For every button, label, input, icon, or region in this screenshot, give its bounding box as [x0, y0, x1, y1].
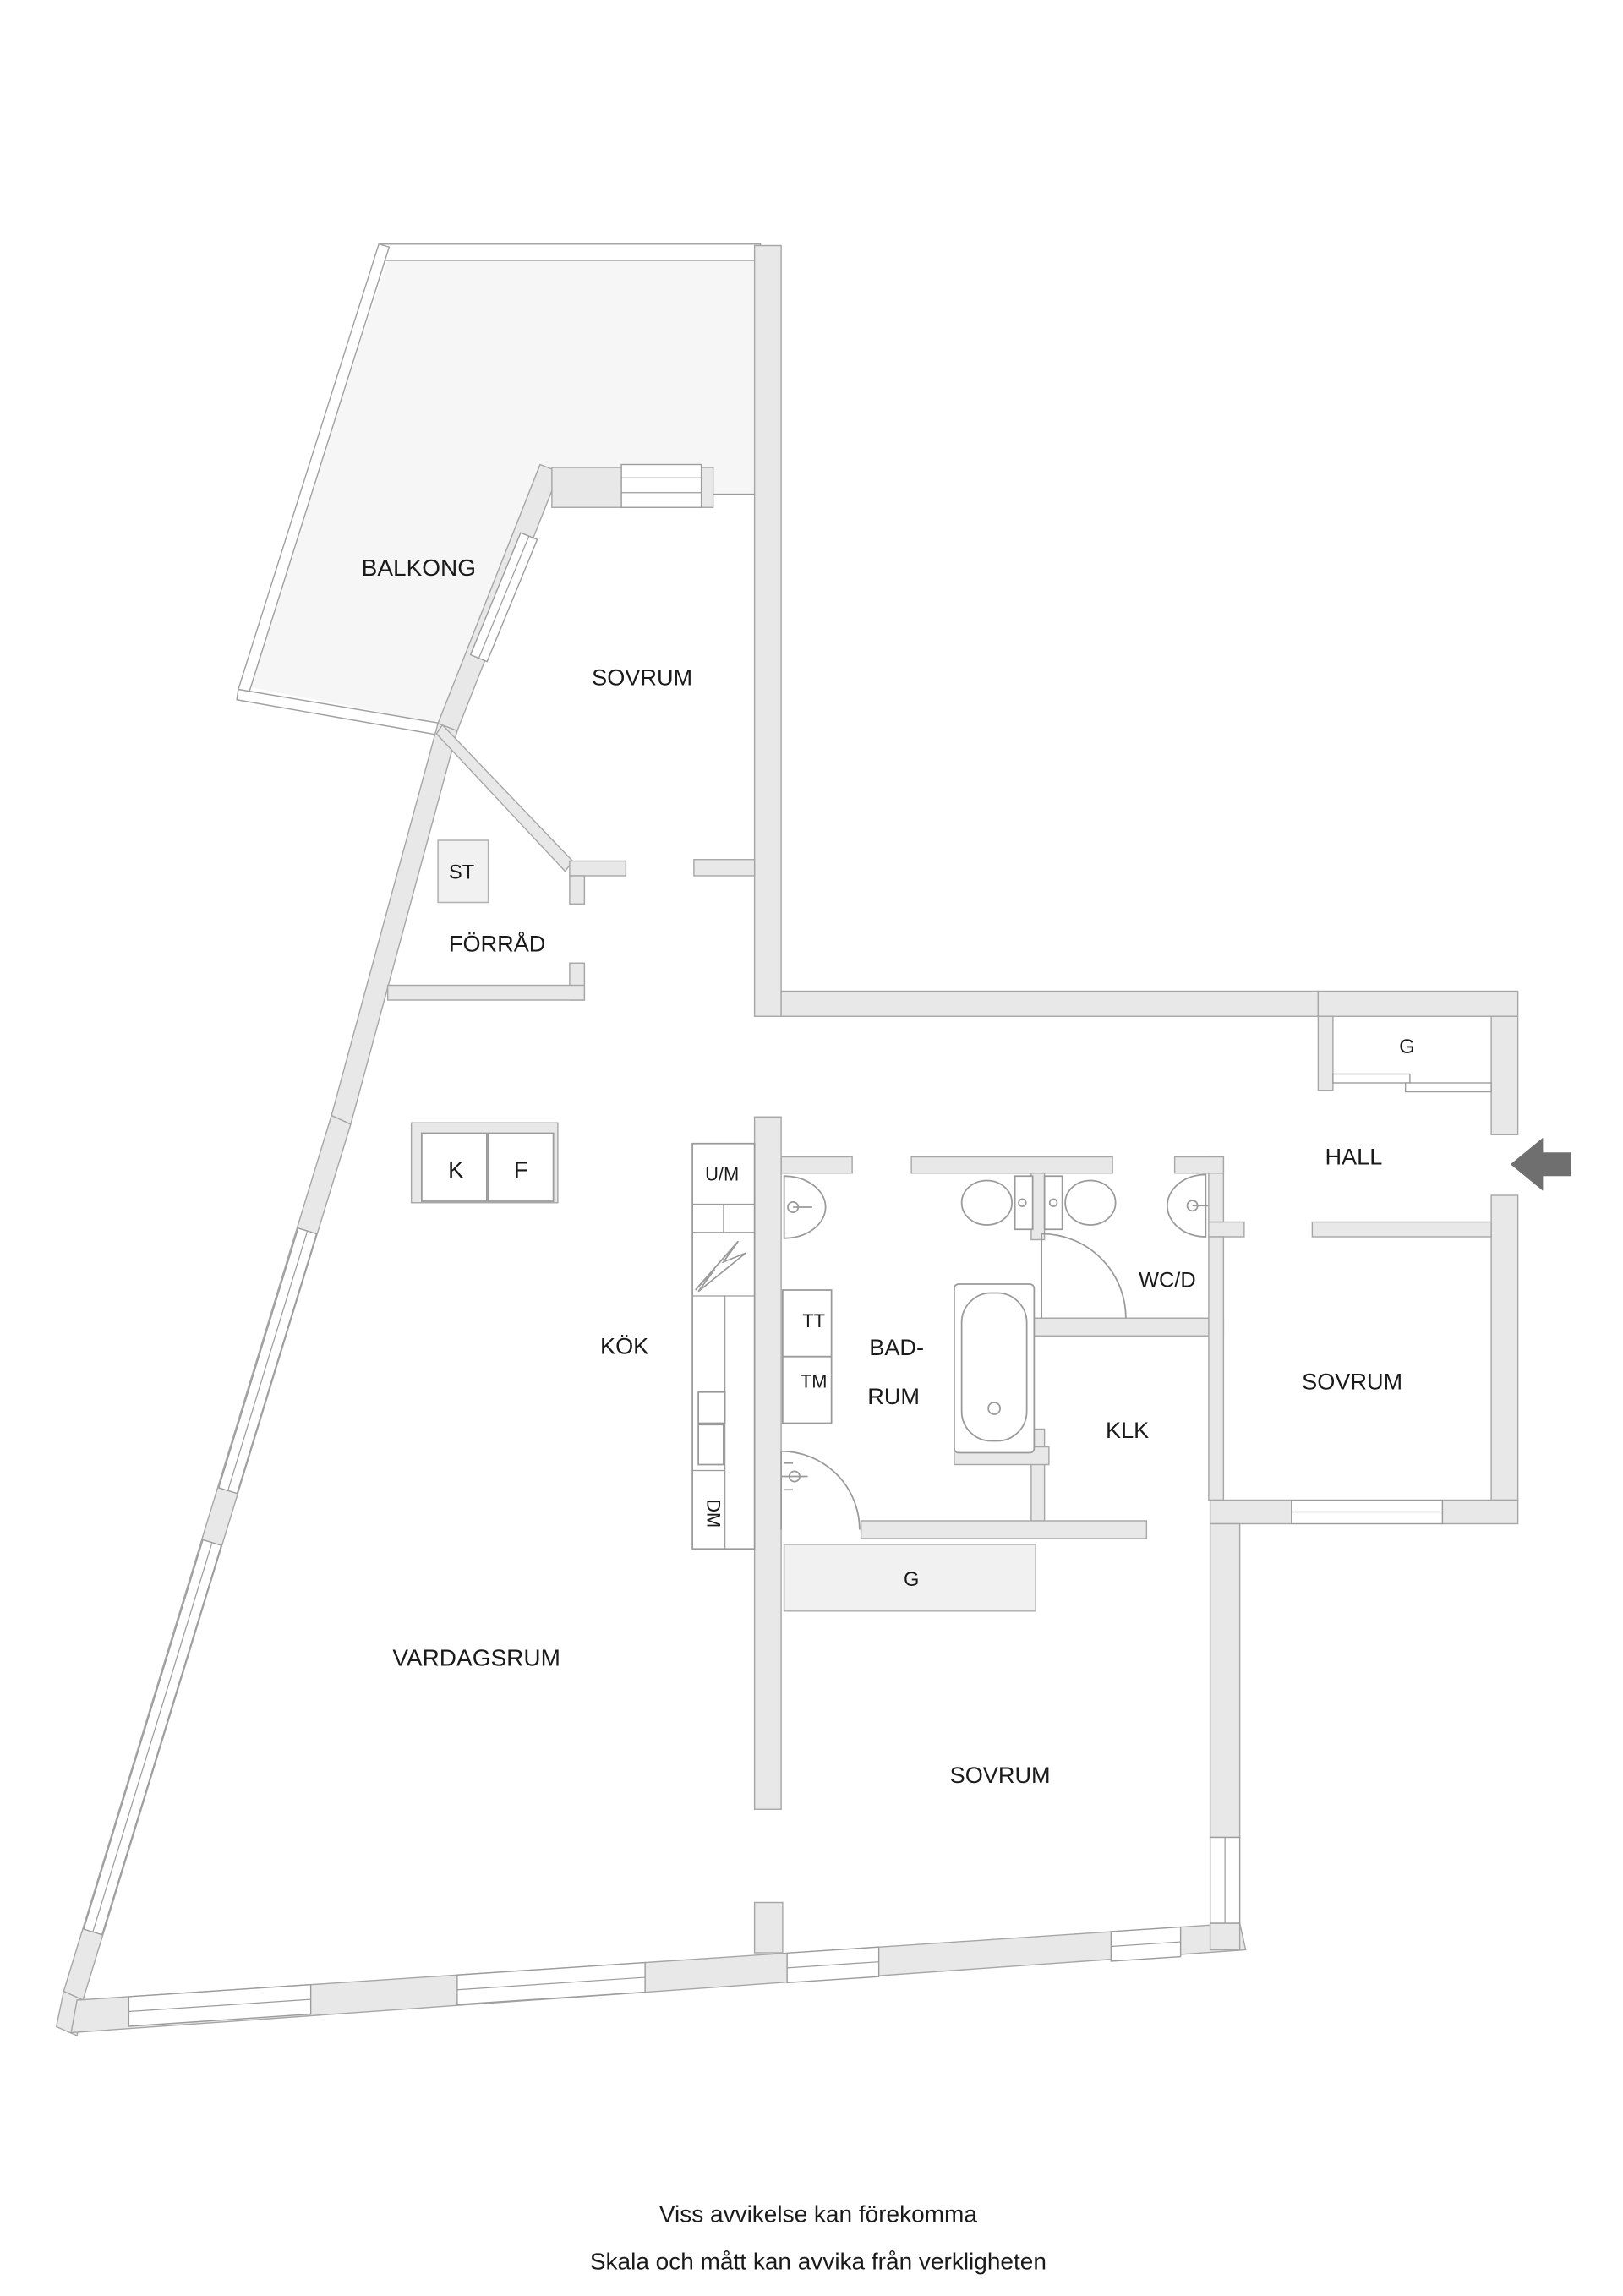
- wall-segment: [1490, 1015, 1519, 1135]
- wall-segment: [910, 1156, 1113, 1174]
- kitchen-label: KÖK: [600, 1332, 648, 1358]
- bathroom-label-2: RUM: [867, 1383, 920, 1409]
- washer-label: TM: [801, 1371, 828, 1392]
- sliding-door: [1404, 1082, 1492, 1093]
- disclaimer: Viss avvikelse kan förekomma Skala och m…: [590, 2201, 1046, 2275]
- wall-segment: [1208, 1221, 1245, 1238]
- bathroom: TT TM BAD- RUM: [780, 1175, 1036, 1530]
- storage-label: FÖRRÅD: [449, 930, 545, 956]
- wall-segment: [551, 467, 622, 508]
- toilet-bowl: [1064, 1179, 1117, 1226]
- living-room-label: VARDAGSRUM: [392, 1645, 560, 1671]
- bedroom-top: SOVRUM: [592, 664, 692, 690]
- dishwasher-label: DM: [703, 1499, 724, 1528]
- wall-segment: [1317, 990, 1519, 1017]
- wall-segment: [1441, 1499, 1519, 1525]
- bathtub-inner: [960, 1292, 1028, 1442]
- counter-cabinet: [697, 1391, 726, 1424]
- hall-label: HALL: [1325, 1143, 1382, 1169]
- bedroom-bottom-label: SOVRUM: [950, 1762, 1051, 1788]
- wall-segment: [753, 1116, 782, 1810]
- entrance-arrow-icon: [1510, 1137, 1571, 1191]
- wall-segment: [386, 984, 586, 1001]
- wall-segment: [1173, 1156, 1225, 1174]
- bathroom-label-1: BAD-: [869, 1334, 924, 1360]
- wall-segment: [1209, 1499, 1292, 1525]
- wall-segment: [700, 467, 714, 508]
- freezer: [487, 1132, 555, 1202]
- wall-segment: [753, 244, 782, 1017]
- fridge: [421, 1132, 488, 1202]
- balcony: BALKONG: [236, 243, 762, 738]
- wall-segment: [1490, 1194, 1519, 1501]
- wall-segment: [1209, 1522, 1241, 1839]
- disclaimer-line-2: Skala och mått kan avvika från verklighe…: [590, 2249, 1046, 2275]
- bedroom-wardrobe-box: [783, 1544, 1036, 1612]
- toilet-button: [1018, 1198, 1027, 1207]
- closet-klk: KLK: [1106, 1417, 1149, 1443]
- stove-icon: [694, 1240, 746, 1293]
- wc-shower-label: WC/D: [1139, 1269, 1196, 1293]
- storage-area: ST FÖRRÅD: [437, 839, 545, 956]
- washer-box: [782, 1355, 833, 1424]
- wall-segment: [780, 1156, 853, 1174]
- wall-segment: [569, 860, 627, 877]
- wall-segment: [860, 1520, 1148, 1539]
- closet-st-box: [437, 839, 489, 904]
- toilet-button: [1048, 1198, 1058, 1207]
- wc-shower: WC/D: [1041, 1173, 1209, 1319]
- balcony-label: BALKONG: [362, 555, 476, 581]
- kitchen: K F U/M DM KÖK: [410, 1122, 756, 1550]
- counter-cabinet: [697, 1424, 724, 1466]
- freezer-label: F: [514, 1156, 528, 1183]
- wall-segment: [693, 859, 756, 877]
- bedroom-right: SOVRUM: [1302, 1368, 1402, 1394]
- bathroom-door-arc: [781, 1450, 861, 1530]
- bedroom-wardrobe-label: G: [904, 1569, 919, 1591]
- wall-segment: [569, 875, 586, 905]
- dryer-label: TT: [802, 1310, 825, 1331]
- wall-segment: [435, 724, 574, 872]
- hall: HALL G: [1325, 1036, 1571, 1191]
- wall-segment: [1030, 1317, 1225, 1337]
- wall-segment: [1209, 1922, 1241, 1951]
- oven-micro-label: U/M: [705, 1164, 739, 1185]
- living-room: VARDAGSRUM: [392, 1645, 560, 1671]
- fridge-label: K: [448, 1156, 463, 1183]
- bathtub-drain: [987, 1402, 1001, 1415]
- windows: [83, 463, 1444, 2027]
- wall-segment: [1208, 1236, 1225, 1501]
- wall-segment: [1317, 1015, 1334, 1091]
- wall-segment: [780, 990, 1320, 1017]
- balcony-floor: [245, 260, 755, 725]
- toilet-bowl: [960, 1179, 1013, 1226]
- closet-st-label: ST: [449, 862, 474, 884]
- wall-segment: [1311, 1221, 1492, 1238]
- bedroom-right-label: SOVRUM: [1302, 1368, 1402, 1394]
- window: [620, 463, 702, 508]
- wall-segment: [331, 722, 458, 1125]
- walls: [55, 244, 1519, 2036]
- sliding-door: [1332, 1073, 1411, 1084]
- bedroom-top-label: SOVRUM: [592, 664, 692, 690]
- hall-wardrobe-label: G: [1399, 1036, 1414, 1058]
- wall-segment: [753, 1901, 784, 1954]
- klk-label: KLK: [1106, 1417, 1149, 1443]
- balcony-parapet-top: [380, 243, 762, 261]
- wc-door-arc: [1041, 1233, 1127, 1319]
- dryer-box: [782, 1289, 833, 1358]
- bedroom-bottom: G SOVRUM: [783, 1544, 1051, 1788]
- disclaimer-line-1: Viss avvikelse kan förekomma: [659, 2201, 978, 2228]
